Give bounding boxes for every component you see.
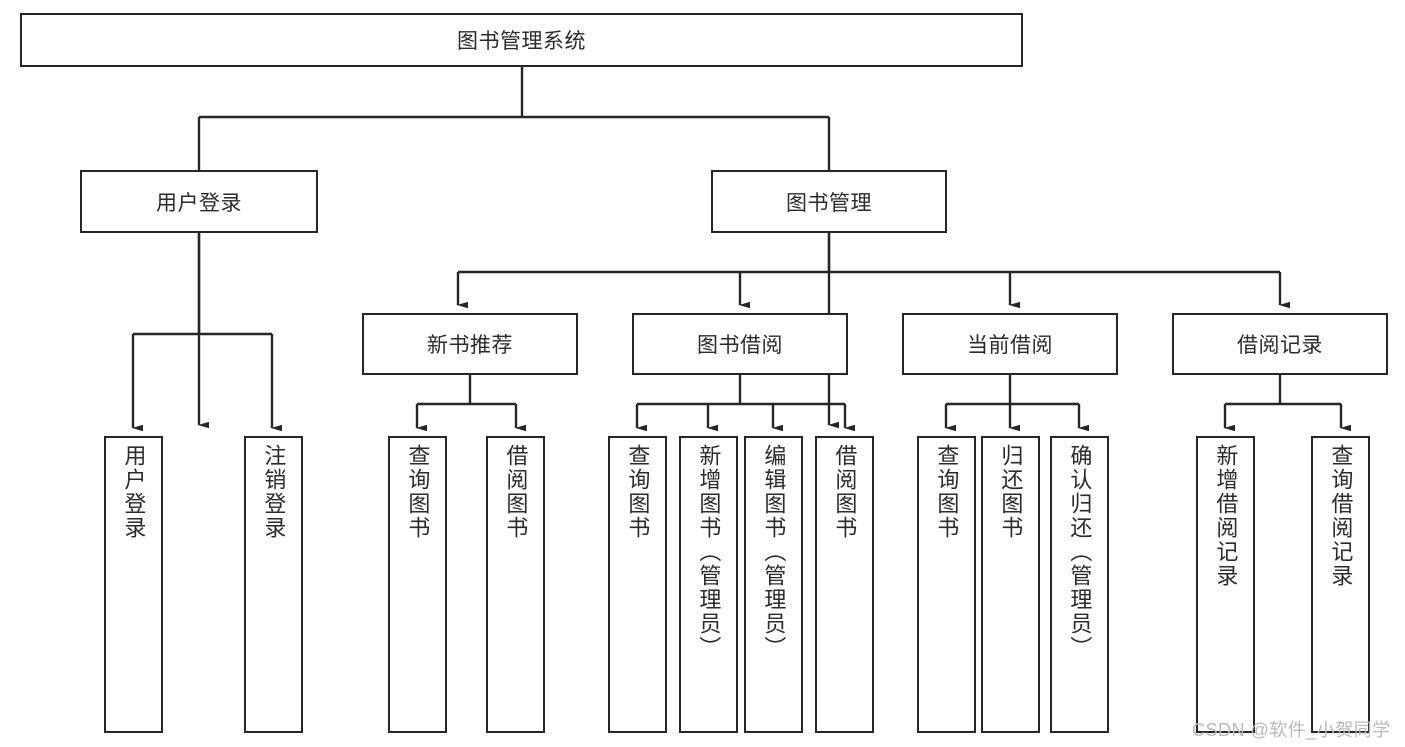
node-current-borrow-label: 当前借阅 — [967, 334, 1053, 357]
node-leaf-return-book-label: 归还图书 — [998, 444, 1024, 540]
node-leaf-borrow-book-2[interactable]: 借阅图书 — [815, 436, 874, 733]
node-current-borrow[interactable]: 当前借阅 — [902, 313, 1118, 375]
node-borrow-record-label: 借阅记录 — [1237, 334, 1323, 357]
node-leaf-query-record[interactable]: 查询借阅记录 — [1311, 436, 1370, 733]
node-book-manage[interactable]: 图书管理 — [711, 170, 947, 233]
node-leaf-return-book[interactable]: 归还图书 — [981, 436, 1040, 733]
node-leaf-add-book[interactable]: 新增图书（管理员） — [679, 436, 738, 733]
node-book-borrow[interactable]: 图书借阅 — [632, 313, 848, 375]
node-leaf-user-login-label: 用户登录 — [121, 444, 147, 540]
node-leaf-query-book-3[interactable]: 查询图书 — [917, 436, 976, 733]
node-user-login-label: 用户登录 — [156, 191, 242, 215]
node-new-book-rec-label: 新书推荐 — [427, 334, 513, 357]
node-leaf-borrow-book-2-label: 借阅图书 — [832, 444, 858, 540]
node-leaf-confirm-return[interactable]: 确认归还（管理员） — [1050, 436, 1109, 733]
csdn-watermark: CSDN @软件_小贺同学 — [1192, 720, 1391, 740]
node-leaf-query-book-1-label: 查询图书 — [405, 444, 431, 540]
node-leaf-query-book-2-label: 查询图书 — [625, 444, 651, 540]
node-leaf-add-record[interactable]: 新增借阅记录 — [1196, 436, 1255, 733]
node-leaf-borrow-book-1[interactable]: 借阅图书 — [486, 436, 545, 733]
node-leaf-user-login[interactable]: 用户登录 — [104, 436, 163, 733]
node-book-manage-label: 图书管理 — [786, 191, 872, 215]
node-leaf-confirm-return-label: 确认归还（管理员） — [1067, 444, 1093, 660]
node-leaf-borrow-book-1-label: 借阅图书 — [503, 444, 529, 540]
node-leaf-logout[interactable]: 注销登录 — [244, 436, 303, 733]
node-borrow-record[interactable]: 借阅记录 — [1172, 313, 1388, 375]
node-leaf-query-book-3-label: 查询图书 — [934, 444, 960, 540]
node-leaf-query-book-1[interactable]: 查询图书 — [388, 436, 447, 733]
node-new-book-rec[interactable]: 新书推荐 — [362, 313, 578, 375]
node-book-borrow-label: 图书借阅 — [697, 334, 783, 357]
node-leaf-query-record-label: 查询借阅记录 — [1328, 444, 1354, 588]
node-leaf-logout-label: 注销登录 — [261, 444, 287, 540]
node-leaf-edit-book-label: 编辑图书（管理员） — [761, 444, 787, 660]
node-leaf-query-book-2[interactable]: 查询图书 — [608, 436, 667, 733]
node-user-login[interactable]: 用户登录 — [80, 170, 318, 233]
node-leaf-add-book-label: 新增图书（管理员） — [696, 444, 722, 660]
node-leaf-add-record-label: 新增借阅记录 — [1213, 444, 1239, 588]
node-root-label: 图书管理系统 — [457, 30, 586, 53]
node-leaf-edit-book[interactable]: 编辑图书（管理员） — [744, 436, 803, 733]
node-root[interactable]: 图书管理系统 — [20, 13, 1023, 67]
